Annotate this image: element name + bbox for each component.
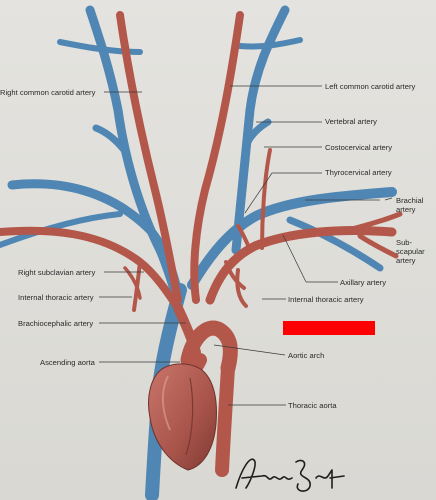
right-common-carotid-artery [116,11,182,304]
left-subclavian-vein [187,187,397,290]
right-thoracic-branch [123,266,142,300]
left-internal-thoracic-artery [235,268,248,308]
label-right-subclavian: Right subclavian artery [18,268,96,277]
label-brachiocephalic: Brachiocephalic artery [18,319,94,328]
subscapular-branch [357,233,399,259]
left-thyrocervical-artery [224,260,246,290]
right-arm-vein [0,211,123,248]
label-ascending-aorta: Ascending aorta [40,358,95,367]
left-costocervical-artery [236,224,252,252]
label-right-common-carotid: Right common carotid artery [0,88,96,97]
heart-surface-highlight [162,375,171,431]
heart-coronary-line [185,377,194,456]
left-vertebral-artery [260,148,272,250]
label-thyrocervical: Thyrocervical artery [325,168,392,177]
label-internal-thoracic-left: Internal thoracic artery [288,295,364,304]
label-aortic-arch: Aortic arch [288,351,325,360]
vein-top-left [57,39,143,55]
artist-signature [235,458,345,492]
label-axillary: Axillary artery [340,278,386,287]
vein-neck-branch-right [242,118,272,150]
thoracic-aorta-vessel [215,361,235,477]
vein-neck-branch-left [92,124,128,154]
heart [148,363,217,471]
right-subclavian-artery [0,226,182,312]
label-brachial: Brachial artery [396,196,424,214]
left-arm-vein [286,216,384,272]
label-left-common-carotid: Left common carotid artery [325,82,416,91]
redaction-box [283,321,375,335]
veins [0,5,397,500]
left-common-carotid-artery [190,11,244,304]
label-internal-thoracic-right: Internal thoracic artery [18,293,94,302]
aortic-arch-vessel [180,320,238,376]
vein-top-right [237,37,303,50]
label-vertebral: Vertebral artery [325,117,377,126]
label-thoracic-aorta: Thoracic aorta [288,401,337,410]
leader-lines [99,85,393,406]
label-costocervical: Costocervical artery [325,143,393,152]
brachial-branch [337,211,403,235]
arteries [0,11,403,477]
label-subscapular: Sub-scapular artery [396,238,425,265]
left-jugular-vein [231,5,290,255]
